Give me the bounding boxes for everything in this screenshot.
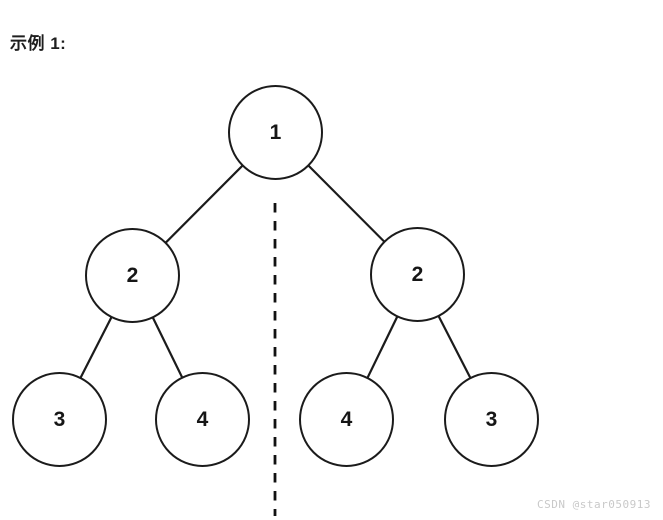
tree-node-value: 4 [196,407,209,431]
tree-node-root: 1 [228,85,323,180]
tree-node-value: 1 [269,120,282,144]
tree-node-left-2: 2 [85,228,180,323]
tree-node-value: 2 [411,262,424,286]
example-label: 示例 1: [10,34,67,53]
tree-node-left-left-3: 3 [12,372,107,467]
tree-node-left-right-4: 4 [155,372,250,467]
tree-node-value: 4 [340,407,353,431]
watermark: CSDN @star050913 [537,498,651,511]
tree-node-right-2: 2 [370,227,465,322]
tree-node-value: 2 [126,263,139,287]
tree-node-value: 3 [53,407,66,431]
tree-node-right-right-3: 3 [444,372,539,467]
tree-node-value: 3 [485,407,498,431]
tree-node-right-left-4: 4 [299,372,394,467]
